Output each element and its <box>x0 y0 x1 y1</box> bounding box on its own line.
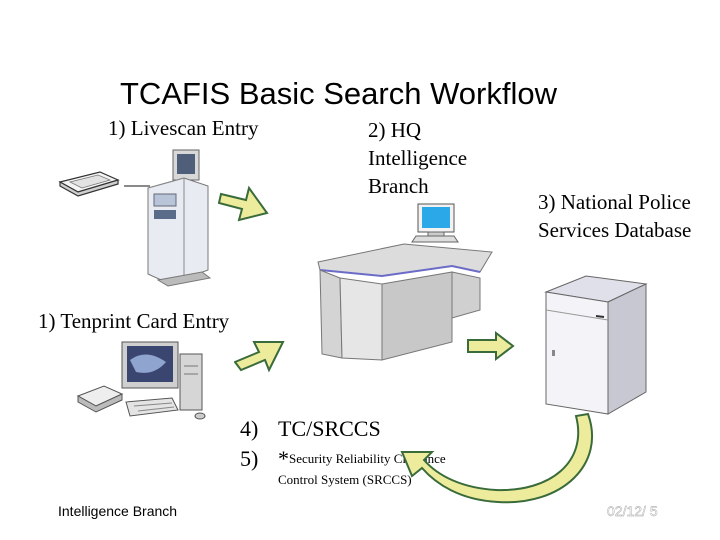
scanner-icon <box>58 171 150 197</box>
computer-workstation-icon <box>76 341 206 420</box>
page-title: TCAFIS Basic Search Workflow <box>120 76 557 111</box>
step-item: 4) TC/SRCCS <box>240 414 446 444</box>
footer-org-name: Intelligence Branch <box>58 503 178 519</box>
step-number: 4) <box>240 416 259 441</box>
step-number: 5) <box>240 446 259 471</box>
tenprint-card-entry-label: 1) Tenprint Card Entry <box>38 309 230 333</box>
livescan-kiosk-icon <box>147 149 212 287</box>
curved-arrow-icon <box>400 412 594 504</box>
arrow-icon <box>234 341 285 373</box>
npsd-label-line: Services Database <box>538 218 692 242</box>
hq-label-line: Intelligence <box>368 146 468 170</box>
server-cabinet-icon <box>544 275 648 415</box>
national-police-database-label: 3) National Police Services Database <box>538 188 691 244</box>
footer-date: 02/12/ 5 <box>607 503 658 519</box>
hq-label-line: 2) HQ <box>368 118 422 142</box>
step-asterisk: * <box>278 446 289 471</box>
hq-intelligence-branch-label: 2) HQ Intelligence Branch <box>368 116 467 200</box>
srccs-definition-line: Control System (SRCCS) <box>278 472 412 487</box>
livescan-entry-label: 1) Livescan Entry <box>108 116 259 140</box>
npsd-label-line: 3) National Police <box>538 190 691 214</box>
desk-workstation-icon <box>317 203 493 361</box>
hq-label-line: Branch <box>368 174 429 198</box>
arrow-icon <box>218 185 269 222</box>
steps-list: 4) TC/SRCCS 5) * Security Reliability Cl… <box>240 414 446 474</box>
step-text: TC/SRCCS <box>278 416 381 441</box>
arrow-icon <box>467 330 515 362</box>
